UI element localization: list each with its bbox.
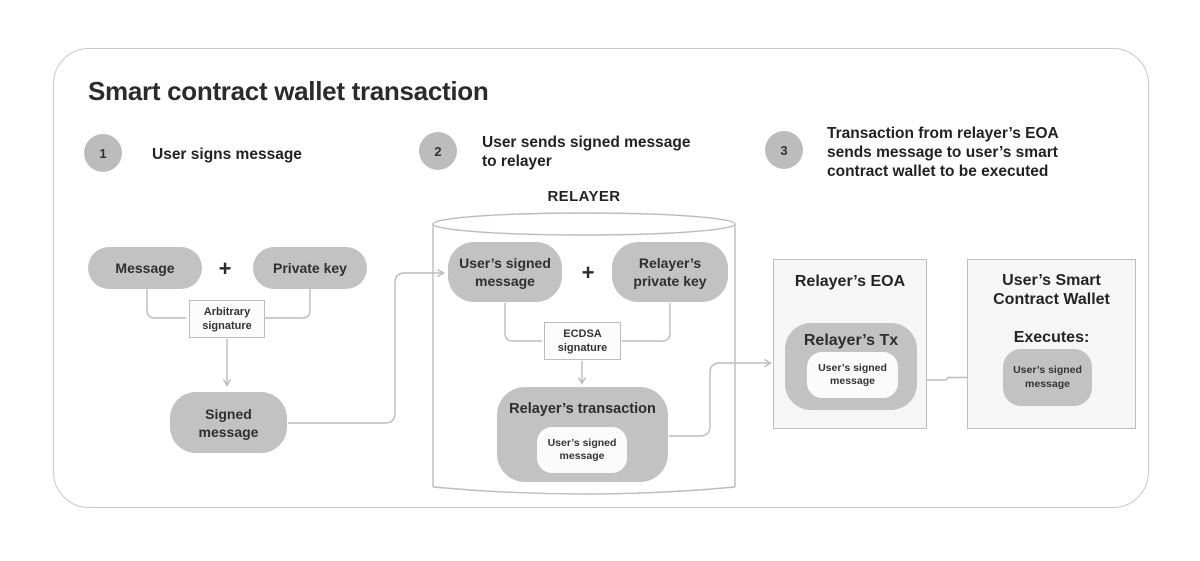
relayer-transaction-payload-pill: User’s signed message <box>537 427 627 473</box>
step-3-number: 3 <box>780 142 788 158</box>
step-1-circle: 1 <box>84 134 122 172</box>
step-2-label: User sends signed message to relayer <box>482 134 691 170</box>
signed-message-pill: Signed message <box>170 392 287 453</box>
page-title: Smart contract wallet transaction <box>88 76 489 106</box>
message-pill: Message <box>88 247 202 289</box>
relayer-title: RELAYER <box>547 188 621 205</box>
step-1-number: 1 <box>99 145 107 161</box>
relayer-transaction-label: Relayer’s transaction <box>509 401 656 417</box>
plus-sign-relayer: + <box>581 260 595 285</box>
plus-sign-user: + <box>218 256 232 281</box>
wallet-title: User’s Smart Contract Wallet <box>993 272 1110 308</box>
step-2-number: 2 <box>434 143 442 159</box>
relayer-tx-payload-pill: User’s signed message <box>807 352 898 398</box>
step-3-label: Transaction from relayer’s EOA sends mes… <box>827 125 1059 180</box>
ecdsa-signature-box: ECDSA signature <box>544 322 621 360</box>
relayer-users-signed-message-pill: User’s signed message <box>448 242 562 302</box>
step-2-circle: 2 <box>419 132 457 170</box>
relayer-private-key-pill: Relayer’s private key <box>612 242 728 302</box>
wallet-payload-pill: User’s signed message <box>1003 349 1092 406</box>
step-3-circle: 3 <box>765 131 803 169</box>
wallet-executes-label: Executes: <box>1013 329 1090 346</box>
step-1-label: User signs message <box>152 146 302 163</box>
relayer-eoa-title: Relayer’s EOA <box>794 273 906 290</box>
arbitrary-signature-box: Arbitrary signature <box>189 300 265 338</box>
private-key-pill: Private key <box>253 247 367 289</box>
relayer-tx-label: Relayer’s Tx <box>803 332 899 349</box>
